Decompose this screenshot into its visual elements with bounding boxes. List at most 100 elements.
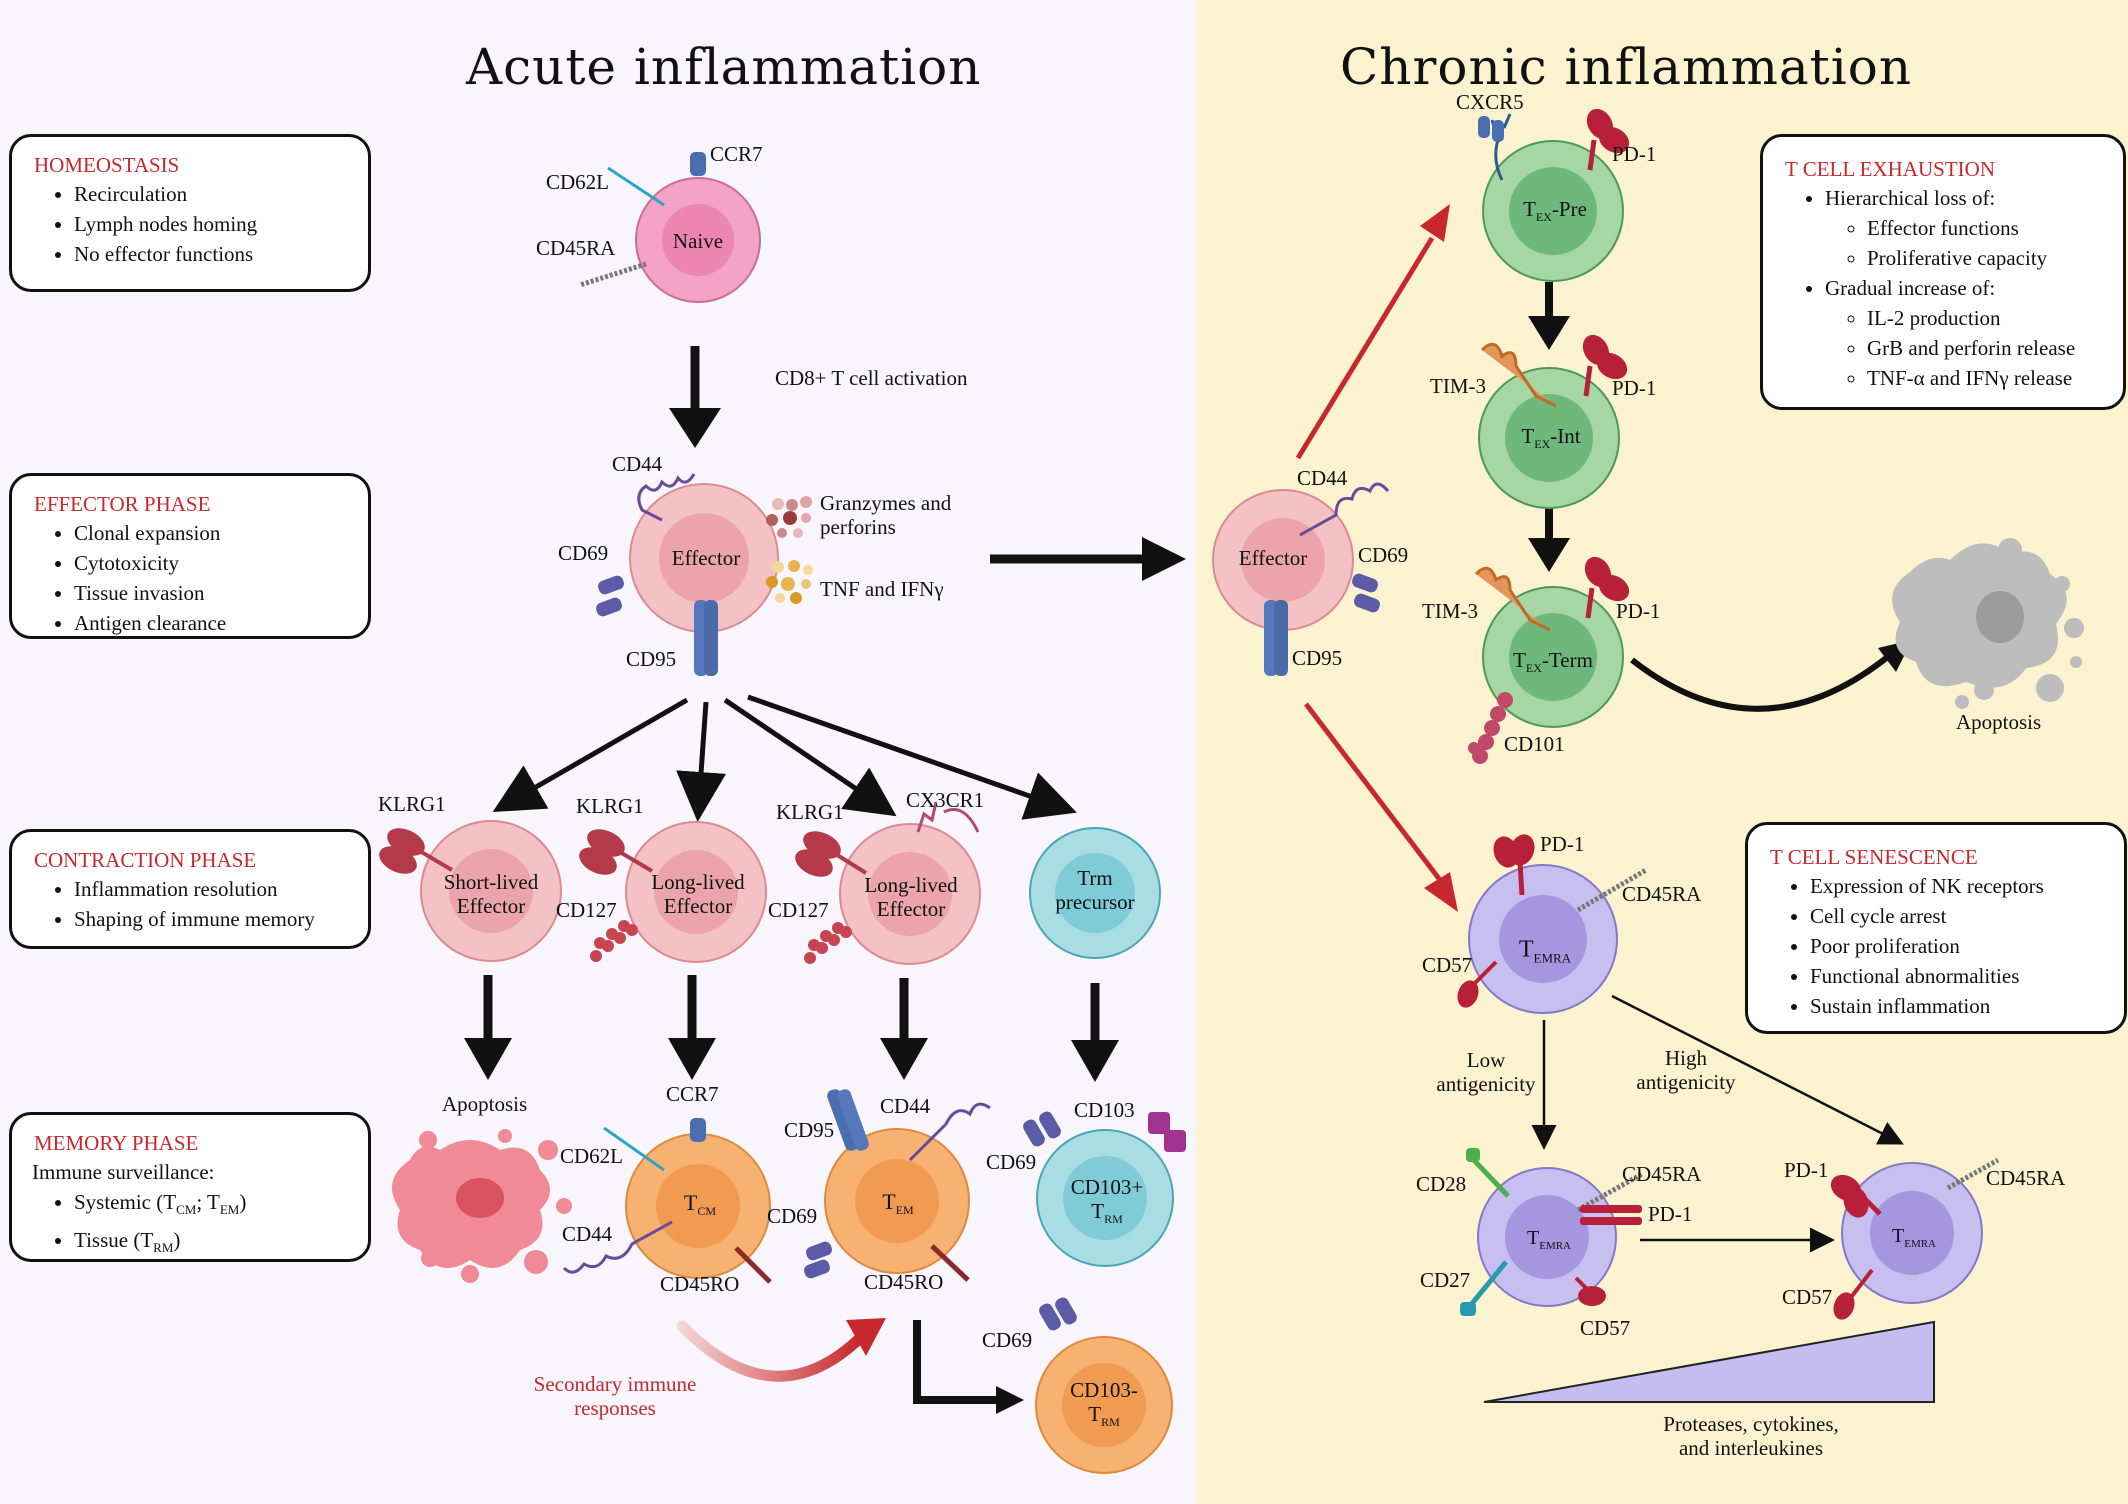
list-item: Functional abnormalities xyxy=(1810,961,2104,991)
list-item: GrB and perforin release xyxy=(1867,333,2103,363)
cd62l-label: CD62L xyxy=(560,1144,623,1168)
cd95-label: CD95 xyxy=(1292,646,1343,670)
cd69-label: CD69 xyxy=(986,1150,1037,1174)
list-item: IL-2 production xyxy=(1867,303,2103,333)
box-title: EFFECTOR PHASE xyxy=(34,492,211,516)
list-item: No effector functions xyxy=(74,239,348,269)
pd1-label: PD-1 xyxy=(1784,1158,1829,1182)
list-item: Expression of NK receptors xyxy=(1810,871,2104,901)
cd69-label: CD69 xyxy=(1358,543,1409,567)
box-intro: Immune surveillance: xyxy=(32,1160,215,1184)
short-lived-effector-cell xyxy=(379,820,562,962)
cd44-label: CD44 xyxy=(612,452,663,476)
ccr7-label: CCR7 xyxy=(666,1082,719,1106)
list-item: Hierarchical loss of: Effector functions… xyxy=(1825,183,2103,273)
box-title: T CELL SENESCENCE xyxy=(1770,845,1978,869)
temra-high-label: TEMRA xyxy=(1892,1225,1936,1250)
box-title: T CELL EXHAUSTION xyxy=(1785,157,1995,181)
list-item: Recirculation xyxy=(74,179,348,209)
list-item: Cytotoxicity xyxy=(74,548,348,578)
cd62l-label: CD62L xyxy=(546,170,609,194)
tim3-label: TIM-3 xyxy=(1422,599,1478,623)
senescence-box: T CELL SENESCENCE Expression of NK recep… xyxy=(1745,822,2127,1034)
cytokine-dots xyxy=(766,560,813,604)
box-title: MEMORY PHASE xyxy=(34,1131,199,1155)
cd103-neg-trm-cell xyxy=(1035,1297,1173,1474)
pd1-label: PD-1 xyxy=(1648,1202,1693,1226)
list-item: Poor proliferation xyxy=(1810,931,2104,961)
gradient-triangle xyxy=(1483,1320,1935,1403)
activation-arrow xyxy=(669,408,721,448)
pd1-label: PD-1 xyxy=(1612,142,1657,166)
cd45ra-label: CD45RA xyxy=(1622,1162,1702,1186)
exhaustion-box: T CELL EXHAUSTION Hierarchical loss of: … xyxy=(1760,134,2126,410)
apoptosis-left-blob xyxy=(392,1129,572,1283)
cd103-pos-label: CD103+TRM xyxy=(1070,1174,1144,1227)
list-item: Inflammation resolution xyxy=(74,874,348,904)
temra-low-cell xyxy=(1460,1148,1644,1316)
naive-cell xyxy=(579,152,761,303)
temra-high-cell xyxy=(1830,1157,2000,1320)
list-item: Cell cycle arrest xyxy=(1810,901,2104,931)
tcm-cell xyxy=(562,1118,772,1284)
effector-right-cell xyxy=(1212,482,1390,676)
cd45ra-label: CD45RA xyxy=(536,236,616,260)
acute-to-chronic-arrow xyxy=(1142,537,1186,581)
acute-title: Acute inflammation xyxy=(466,38,982,96)
box-title: CONTRACTION PHASE xyxy=(34,848,257,872)
list-item: Clonal expansion xyxy=(74,518,348,548)
effector-left-label: Effector xyxy=(671,546,741,570)
homeostasis-box: HOMEOSTASIS Recirculation Lymph nodes ho… xyxy=(9,134,371,292)
list-item: Sustain inflammation xyxy=(1810,991,2104,1021)
effector-phase-box: EFFECTOR PHASE Clonal expansion Cytotoxi… xyxy=(9,473,371,639)
cd69-label: CD69 xyxy=(767,1204,818,1228)
pd1-label: PD-1 xyxy=(1540,832,1585,856)
tnf-label: TNF and IFNγ xyxy=(820,577,944,601)
effector-left-cell xyxy=(596,473,779,676)
temra-main-cell xyxy=(1457,834,1648,1014)
tcm-label: TCM xyxy=(683,1189,717,1219)
cd57-label: CD57 xyxy=(1782,1285,1833,1309)
flow-arrows xyxy=(464,204,1912,1414)
list-item: Tissue (TRM) xyxy=(74,1225,348,1263)
down-arrows xyxy=(464,975,1119,1082)
list-item: Shaping of immune memory xyxy=(74,904,348,934)
cd101-label: CD101 xyxy=(1504,732,1565,756)
cd45ro-label: CD45RO xyxy=(660,1272,740,1296)
granzyme-dots xyxy=(766,496,812,538)
list-item: TNF-α and IFNγ release xyxy=(1867,363,2103,393)
list-item: Lymph nodes homing xyxy=(74,209,348,239)
cd69-label: CD69 xyxy=(558,541,609,565)
cd95-label: CD95 xyxy=(626,647,677,671)
memory-phase-box: MEMORY PHASE Immune surveillance: System… xyxy=(9,1112,371,1262)
cd44-label: CD44 xyxy=(880,1094,931,1118)
cd95-label: CD95 xyxy=(784,1118,835,1142)
tex-term-label: TEX-Term xyxy=(1513,647,1593,676)
secondary-response-arrow xyxy=(676,1320,866,1382)
cd45ra-label: CD45RA xyxy=(1986,1166,2066,1190)
cd69-label: CD69 xyxy=(982,1328,1033,1352)
cd45ra-label: CD45RA xyxy=(1622,882,1702,906)
cd57-label: CD57 xyxy=(1422,953,1473,977)
cd103-pos-trm-cell xyxy=(1023,1111,1186,1267)
cd103-label: CD103 xyxy=(1074,1098,1135,1122)
pd1-label: PD-1 xyxy=(1612,376,1657,400)
apoptosis-left-label: Apoptosis xyxy=(442,1092,528,1116)
cd45ro-label: CD45RO xyxy=(864,1270,944,1294)
list-item: Systemic (TCM; TEM) xyxy=(74,1187,348,1225)
cd127-label: CD127 xyxy=(768,898,829,922)
tex-pre-cell xyxy=(1478,108,1630,282)
contraction-phase-box: CONTRACTION PHASE Inflammation resolutio… xyxy=(9,829,371,949)
cd44-label: CD44 xyxy=(562,1222,613,1246)
tex-int-label: TEX-Int xyxy=(1521,423,1581,452)
cxcr5-label: CXCR5 xyxy=(1456,90,1524,114)
pd1-label: PD-1 xyxy=(1616,599,1661,623)
